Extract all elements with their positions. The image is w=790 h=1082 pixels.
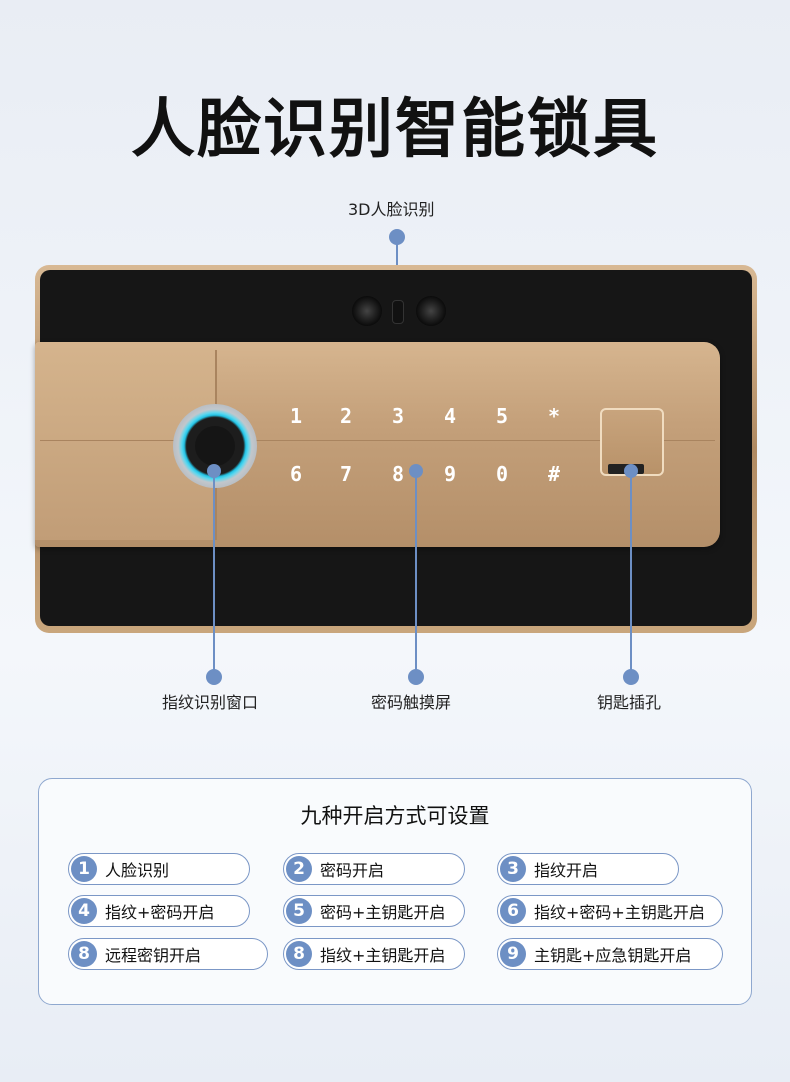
panel-seam: [40, 440, 715, 441]
mode-number-badge: 8: [286, 941, 312, 967]
mode-label: 密码开启: [320, 861, 385, 880]
mode-label: 主钥匙+应急钥匙开启: [534, 946, 692, 965]
key-7[interactable]: 7: [340, 462, 353, 486]
mode-number-badge: 2: [286, 856, 312, 882]
key-4[interactable]: 4: [444, 404, 457, 428]
mode-item: 2 密码开启: [283, 853, 465, 885]
keyhole-label: 钥匙插孔: [597, 693, 662, 712]
key-star[interactable]: *: [548, 404, 561, 428]
face-callout-dot: [389, 229, 405, 245]
mode-item: 9 主钥匙+应急钥匙开启: [497, 938, 723, 970]
mode-label: 远程密钥开启: [105, 946, 202, 965]
key-5[interactable]: 5: [496, 404, 509, 428]
mode-number-badge: 5: [286, 898, 312, 924]
keyhole-callout-end-dot: [623, 669, 639, 685]
mode-item: 1 人脸识别: [68, 853, 250, 885]
key-6[interactable]: 6: [290, 462, 303, 486]
mode-number-badge: 6: [500, 898, 526, 924]
mode-label: 指纹+密码+主钥匙开启: [534, 903, 705, 922]
key-1[interactable]: 1: [290, 404, 303, 428]
mode-item: 8 指纹+主钥匙开启: [283, 938, 465, 970]
touchscreen-label: 密码触摸屏: [371, 693, 452, 712]
mode-label: 人脸识别: [105, 861, 170, 880]
camera-sensor-icon: [392, 300, 404, 324]
key-9[interactable]: 9: [444, 462, 457, 486]
mode-item: 6 指纹+密码+主钥匙开启: [497, 895, 723, 927]
mode-item: 5 密码+主钥匙开启: [283, 895, 465, 927]
fingerprint-callout-line: [213, 478, 215, 670]
mode-number-badge: 9: [500, 941, 526, 967]
fingerprint-window-label: 指纹识别窗口: [162, 693, 259, 712]
key-8[interactable]: 8: [392, 462, 405, 486]
key-hash[interactable]: #: [548, 462, 561, 486]
mode-item: 4 指纹+密码开启: [68, 895, 250, 927]
keyhole-callout-line: [630, 478, 632, 670]
page-title: 人脸识别智能锁具: [131, 93, 659, 167]
mode-label: 指纹开启: [534, 861, 599, 880]
mode-number-badge: 4: [71, 898, 97, 924]
face-recognition-label: 3D人脸识别: [348, 200, 435, 219]
right-camera-icon: [416, 296, 446, 326]
unlock-modes-title: 九种开启方式可设置: [300, 804, 490, 828]
fingerprint-callout-dot: [207, 464, 221, 478]
touchscreen-callout-line: [415, 478, 417, 670]
key-0[interactable]: 0: [496, 462, 509, 486]
keyhole-callout-dot: [624, 464, 638, 478]
touchscreen-callout-end-dot: [408, 669, 424, 685]
mode-item: 8 远程密钥开启: [68, 938, 268, 970]
key-2[interactable]: 2: [340, 404, 353, 428]
mode-item: 3 指纹开启: [497, 853, 679, 885]
mode-number-badge: 3: [500, 856, 526, 882]
mode-label: 指纹+密码开启: [105, 903, 215, 922]
left-camera-icon: [352, 296, 382, 326]
fingerprint-window-icon: [195, 426, 235, 466]
mode-number-badge: 8: [71, 941, 97, 967]
mode-number-badge: 1: [71, 856, 97, 882]
mode-label: 密码+主钥匙开启: [320, 903, 446, 922]
mode-label: 指纹+主钥匙开启: [320, 946, 446, 965]
touchscreen-callout-dot: [409, 464, 423, 478]
fingerprint-callout-end-dot: [206, 669, 222, 685]
key-3[interactable]: 3: [392, 404, 405, 428]
